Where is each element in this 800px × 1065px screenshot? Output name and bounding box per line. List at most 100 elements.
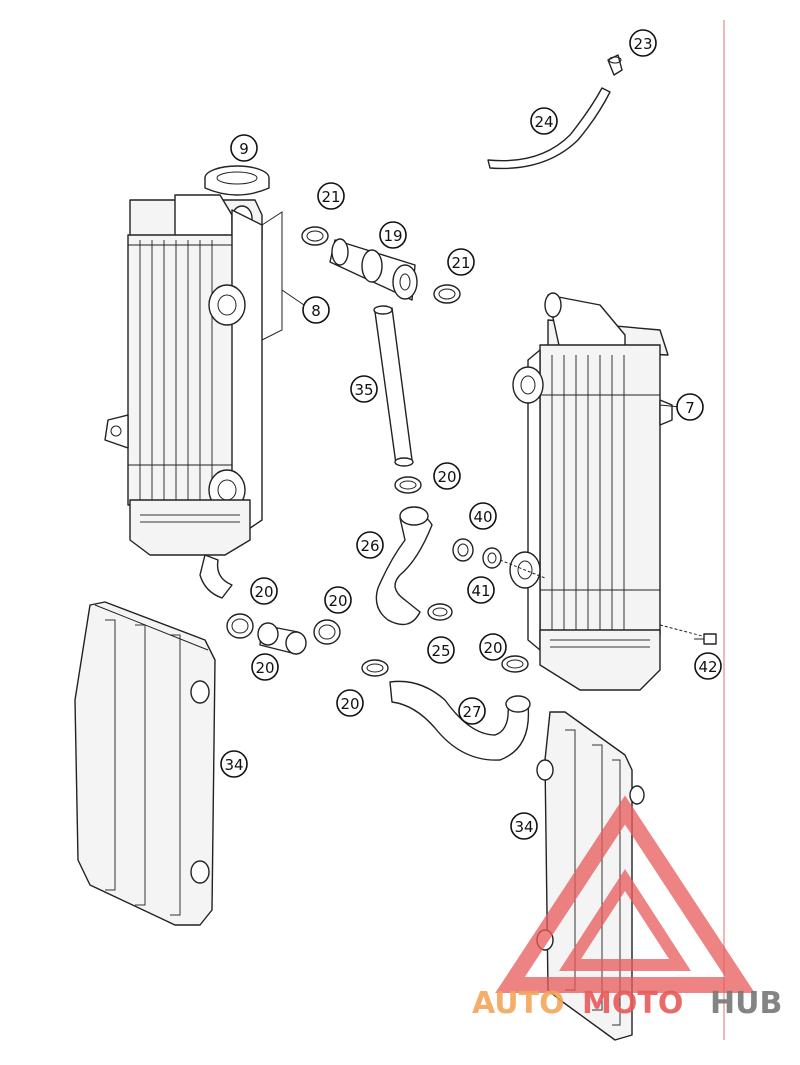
- callout-circle: [251, 653, 279, 681]
- callout-circle: [350, 375, 378, 403]
- washer: [482, 547, 502, 569]
- coolant-hose-lower: [361, 659, 531, 761]
- callout-circle: [510, 812, 538, 840]
- callout-number: 20: [437, 468, 456, 486]
- part-callout: 21: [447, 248, 475, 276]
- callout-number: 19: [383, 227, 402, 245]
- callout-circle: [447, 248, 475, 276]
- callout-circle: [694, 652, 722, 680]
- hose-clamp: [226, 613, 254, 639]
- left-radiator: [104, 165, 270, 599]
- part-callout: 20: [250, 577, 278, 605]
- part-callout: 41: [467, 576, 495, 604]
- callout-number: 21: [321, 188, 340, 206]
- hose-clamp: [433, 284, 461, 304]
- watermark-word-1: AUTO: [472, 986, 565, 1021]
- callout-number: 24: [534, 113, 553, 131]
- callout-circle: [302, 296, 330, 324]
- part-callout: 7: [676, 393, 704, 421]
- callout-circle: [336, 689, 364, 717]
- callout-circle: [433, 462, 461, 490]
- watermark-logo: [495, 795, 755, 993]
- bolt-leader: [659, 624, 711, 639]
- callout-circle: [324, 586, 352, 614]
- short-hose: [257, 622, 307, 655]
- callout-number: 35: [354, 381, 373, 399]
- washer-leader: [499, 559, 546, 579]
- callout-circle: [458, 697, 486, 725]
- callout-number: 7: [685, 399, 695, 417]
- part-callout: 40: [469, 502, 497, 530]
- callout-number: 42: [698, 658, 717, 676]
- part-callout: 23: [629, 29, 657, 57]
- callout-circle: [427, 636, 455, 664]
- callout-number: 20: [328, 592, 347, 610]
- hose-clamp: [313, 619, 341, 645]
- callout-number: 34: [224, 756, 243, 774]
- hose-clamp: [501, 655, 529, 673]
- radiator-cap: [204, 165, 270, 196]
- part-callout: 42: [694, 652, 722, 680]
- part-callout: 20: [324, 586, 352, 614]
- callout-circle: [629, 29, 657, 57]
- bolt: [694, 633, 717, 645]
- callout-number: 20: [255, 659, 274, 677]
- watermark-word-3: HUB: [710, 986, 782, 1021]
- callout-circle: [230, 134, 258, 162]
- radiator-gasket-strip: [261, 211, 283, 341]
- callout-circle: [530, 107, 558, 135]
- part-callout: 26: [356, 531, 384, 559]
- callout-circle: [356, 531, 384, 559]
- callout-circle: [479, 633, 507, 661]
- part-callout: 24: [530, 107, 558, 135]
- part-callout: 20: [479, 633, 507, 661]
- hose-clamp: [394, 476, 422, 494]
- hose-clamp: [301, 226, 329, 246]
- radiator-shroud-left: [74, 601, 216, 926]
- callout-layer: 23 24 9 21 19 21 8 35 7 20 40 26 41 20 20 25 20 20 42 20 27 3…: [220, 29, 722, 840]
- part-callout: 19: [379, 221, 407, 249]
- callout-number: 34: [514, 818, 533, 836]
- part-callout: 8: [302, 296, 330, 324]
- callout-circle: [250, 577, 278, 605]
- right-radiator: [509, 292, 673, 691]
- callout-number: 41: [471, 582, 490, 600]
- callout-number: 27: [462, 703, 481, 721]
- part-callout: 27: [458, 697, 486, 725]
- hose-fitting: [607, 54, 623, 76]
- part-callout: 21: [317, 182, 345, 210]
- callout-number: 25: [431, 642, 450, 660]
- coolant-hose: [375, 506, 433, 626]
- part-callout: 34: [220, 750, 248, 778]
- part-callout: 20: [433, 462, 461, 490]
- callout-number: 20: [340, 695, 359, 713]
- part-callout: 25: [427, 636, 455, 664]
- part-callout: 35: [350, 375, 378, 403]
- leader-line: [281, 289, 305, 306]
- callout-circle: [317, 182, 345, 210]
- part-callout: 20: [251, 653, 279, 681]
- callout-circle: [469, 502, 497, 530]
- callout-number: 20: [254, 583, 273, 601]
- watermark-word-2: MOTO: [582, 986, 683, 1021]
- callout-number: 8: [311, 302, 321, 320]
- coolant-pipe: [373, 305, 414, 467]
- callout-number: 21: [451, 254, 470, 272]
- part-callout: 9: [230, 134, 258, 162]
- part-callout: 34: [510, 812, 538, 840]
- callout-number: 26: [360, 537, 379, 555]
- callout-circle: [220, 750, 248, 778]
- callout-number: 20: [483, 639, 502, 657]
- watermark-text: AUTO MOTO HUB: [472, 986, 782, 1021]
- vent-hose: [487, 87, 611, 170]
- seal-ring: [452, 538, 474, 562]
- callout-circle: [676, 393, 704, 421]
- callout-number: 23: [633, 35, 652, 53]
- watermark-triangle-outer: [495, 795, 755, 993]
- callout-circle: [379, 221, 407, 249]
- watermark-triangle-inner: [558, 868, 692, 971]
- part-callout: 20: [336, 689, 364, 717]
- callout-number: 40: [473, 508, 492, 526]
- callout-circle: [467, 576, 495, 604]
